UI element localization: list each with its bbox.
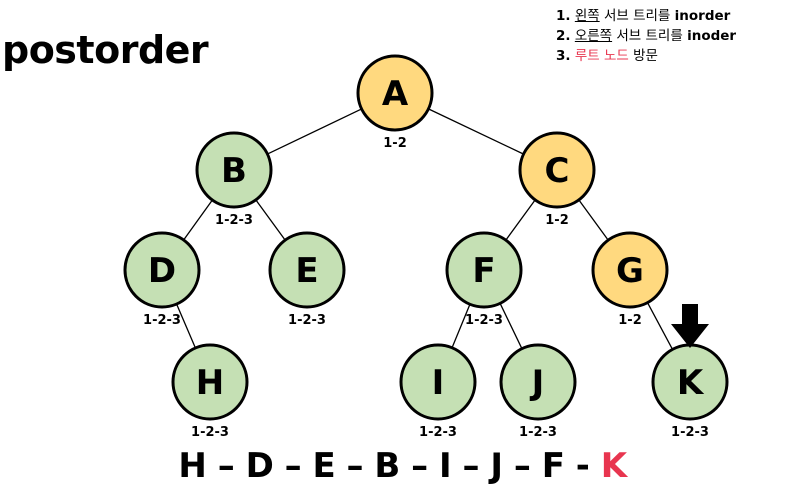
pointer bbox=[671, 304, 709, 348]
sequence-separator: – bbox=[335, 446, 375, 486]
sequence-item: E bbox=[312, 446, 336, 486]
sequence-separator: – bbox=[502, 446, 542, 486]
edge-B-E bbox=[255, 199, 286, 241]
node-label: K bbox=[677, 363, 705, 403]
sequence-item: I bbox=[439, 446, 452, 486]
sequence-item: B bbox=[374, 446, 400, 486]
tree-nodes: A1-2B1-2-3C1-2D1-2-3E1-2-3F1-2-3G1-2H1-2… bbox=[123, 54, 729, 440]
node-label: B bbox=[221, 151, 247, 191]
node-circle bbox=[591, 231, 669, 309]
node-G: G 1-2 bbox=[591, 231, 669, 328]
visit-steps-label: 1-2-3 bbox=[671, 425, 709, 440]
node-label: A bbox=[382, 74, 409, 114]
node-circle bbox=[171, 343, 249, 421]
node-F: F 1-2-3 bbox=[445, 231, 523, 328]
visit-steps-label: 1-2 bbox=[618, 313, 642, 328]
node-circle bbox=[195, 131, 273, 209]
page-title: postorder bbox=[2, 28, 209, 72]
node-E: E 1-2-3 bbox=[268, 231, 346, 328]
step-text: 서브 트리를 bbox=[612, 28, 688, 44]
node-label: E bbox=[295, 251, 318, 291]
tree-edges bbox=[175, 108, 674, 350]
step-number: 3. bbox=[556, 48, 571, 64]
step-subject: 오른쪽 bbox=[574, 28, 613, 44]
node-label: F bbox=[472, 251, 495, 291]
edge-G-K bbox=[646, 302, 674, 350]
sequence-separator: – bbox=[206, 446, 246, 486]
node-K: K 1-2-3 bbox=[651, 343, 729, 440]
step-number: 2. bbox=[556, 28, 571, 44]
edge-C-G bbox=[578, 199, 609, 241]
sequence-item: H bbox=[178, 446, 207, 486]
edge-A-B bbox=[267, 108, 362, 155]
node-circle bbox=[268, 231, 346, 309]
node-label: I bbox=[432, 363, 445, 403]
node-circle bbox=[123, 231, 201, 309]
edge-F-I bbox=[451, 303, 471, 349]
step-2: 2. 오른쪽 서브 트리를 inoder bbox=[556, 26, 801, 46]
visit-steps-label: 1-2 bbox=[545, 213, 569, 228]
traversal-sequence: H – D – E – B – I – J – F - K bbox=[0, 446, 805, 486]
node-label: D bbox=[148, 251, 176, 291]
traversal-steps: 1. 왼쪽 서브 트리를 inorder 2. 오른쪽 서브 트리를 inode… bbox=[556, 6, 801, 66]
step-keyword: inoder bbox=[687, 28, 737, 44]
node-label: H bbox=[196, 363, 224, 403]
node-A: A 1-2 bbox=[356, 54, 434, 151]
sequence-item: D bbox=[245, 446, 274, 486]
sequence-item: J bbox=[490, 446, 503, 486]
node-circle bbox=[445, 231, 523, 309]
node-circle bbox=[356, 54, 434, 132]
node-label: C bbox=[545, 151, 570, 191]
node-I: I 1-2-3 bbox=[399, 343, 477, 440]
node-C: C 1-2 bbox=[518, 131, 596, 228]
step-1: 1. 왼쪽 서브 트리를 inorder bbox=[556, 6, 801, 26]
node-H: H 1-2-3 bbox=[171, 343, 249, 440]
visit-steps-label: 1-2-3 bbox=[143, 313, 181, 328]
edge-A-C bbox=[428, 108, 524, 155]
sequence-separator: - bbox=[564, 446, 601, 486]
step-3: 3. 루트 노드 방문 bbox=[556, 46, 801, 66]
visit-steps-label: 1-2-3 bbox=[519, 425, 557, 440]
edge-F-J bbox=[499, 303, 523, 349]
node-circle bbox=[499, 343, 577, 421]
sequence-item: F bbox=[541, 446, 565, 486]
sequence-separator: – bbox=[273, 446, 313, 486]
visit-steps-label: 1-2 bbox=[383, 136, 407, 151]
edge-D-H bbox=[175, 303, 197, 349]
step-number: 1. bbox=[556, 8, 571, 24]
step-subject: 루트 노드 bbox=[574, 48, 629, 64]
node-B: B 1-2-3 bbox=[195, 131, 273, 228]
node-label: G bbox=[616, 251, 644, 291]
node-J: J 1-2-3 bbox=[499, 343, 577, 440]
sequence-separator: – bbox=[451, 446, 491, 486]
step-text: 서브 트리를 bbox=[599, 8, 675, 24]
edge-B-D bbox=[183, 199, 213, 241]
visit-steps-label: 1-2-3 bbox=[288, 313, 326, 328]
edge-C-F bbox=[505, 199, 536, 241]
visit-steps-label: 1-2-3 bbox=[465, 313, 503, 328]
visit-steps-label: 1-2-3 bbox=[215, 213, 253, 228]
node-D: D 1-2-3 bbox=[123, 231, 201, 328]
visit-steps-label: 1-2-3 bbox=[419, 425, 457, 440]
sequence-separator: – bbox=[399, 446, 440, 486]
visit-steps-label: 1-2-3 bbox=[191, 425, 229, 440]
down-arrow-icon bbox=[671, 304, 709, 348]
step-keyword: inorder bbox=[674, 8, 731, 24]
node-label: J bbox=[530, 363, 545, 403]
sequence-current-item: K bbox=[600, 446, 627, 486]
node-circle bbox=[518, 131, 596, 209]
node-circle bbox=[399, 343, 477, 421]
step-subject: 왼쪽 bbox=[574, 8, 600, 24]
step-text: 방문 bbox=[628, 48, 658, 64]
